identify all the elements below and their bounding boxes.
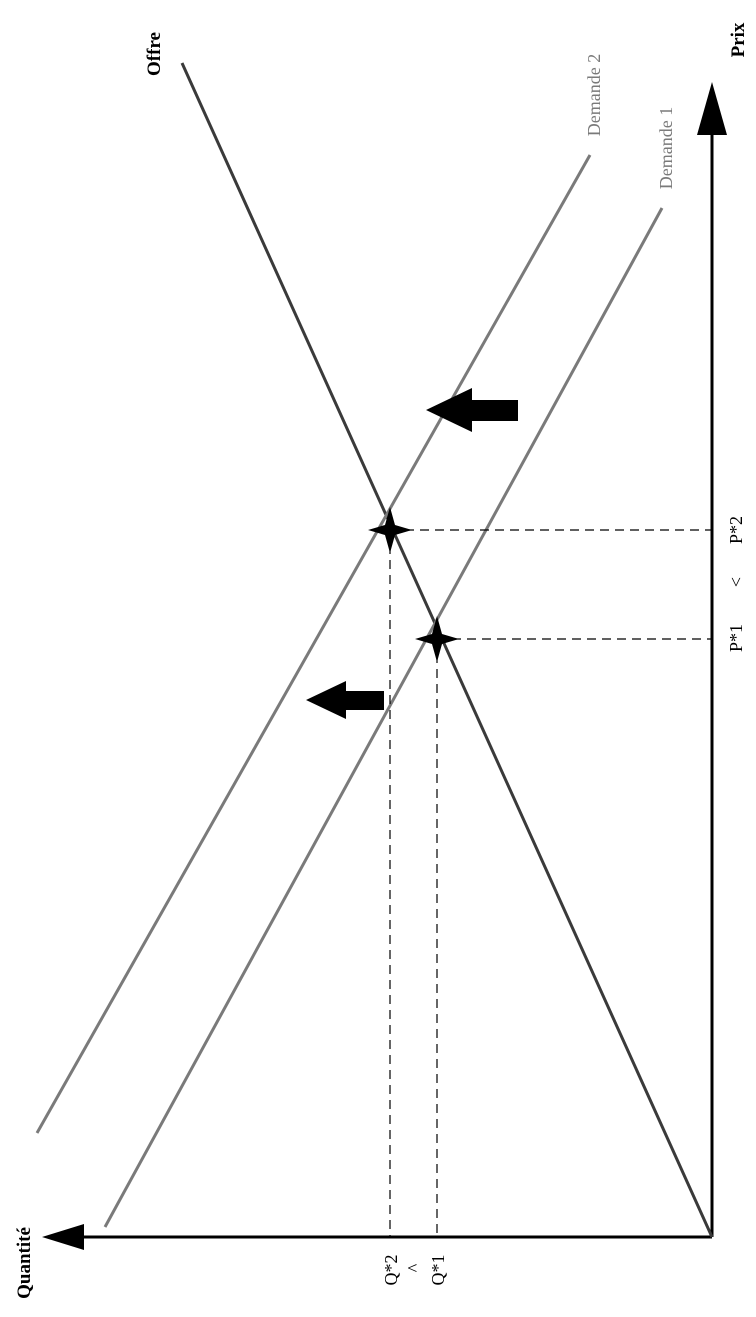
q1-label: Q*1 [428, 1255, 448, 1286]
supply-curve [180, 62, 714, 1238]
price-axis-arrowhead [697, 82, 727, 135]
quantity-less-than-sign: ^ [404, 1263, 424, 1272]
price-less-than-sign: < [726, 577, 746, 587]
price-axis-label: Prix [728, 22, 749, 57]
demand-1-curve [103, 207, 664, 1228]
supply-label: Offre [144, 32, 165, 76]
quantity-axis-label: Quantité [14, 1227, 35, 1299]
star-marker-icon [368, 507, 412, 553]
star-marker-icon [415, 616, 459, 662]
demand-2-curve [35, 154, 592, 1134]
shift-arrow-icon [426, 388, 518, 432]
q2-label: Q*2 [381, 1255, 401, 1286]
p1-label: P*1 [726, 624, 746, 652]
quantity-axis-arrowhead [42, 1224, 84, 1250]
p2-label: P*2 [726, 516, 746, 544]
demand-2-label: Demande 2 [584, 54, 604, 136]
demand-1-label: Demande 1 [656, 107, 676, 189]
shift-arrow-icon [306, 681, 384, 719]
